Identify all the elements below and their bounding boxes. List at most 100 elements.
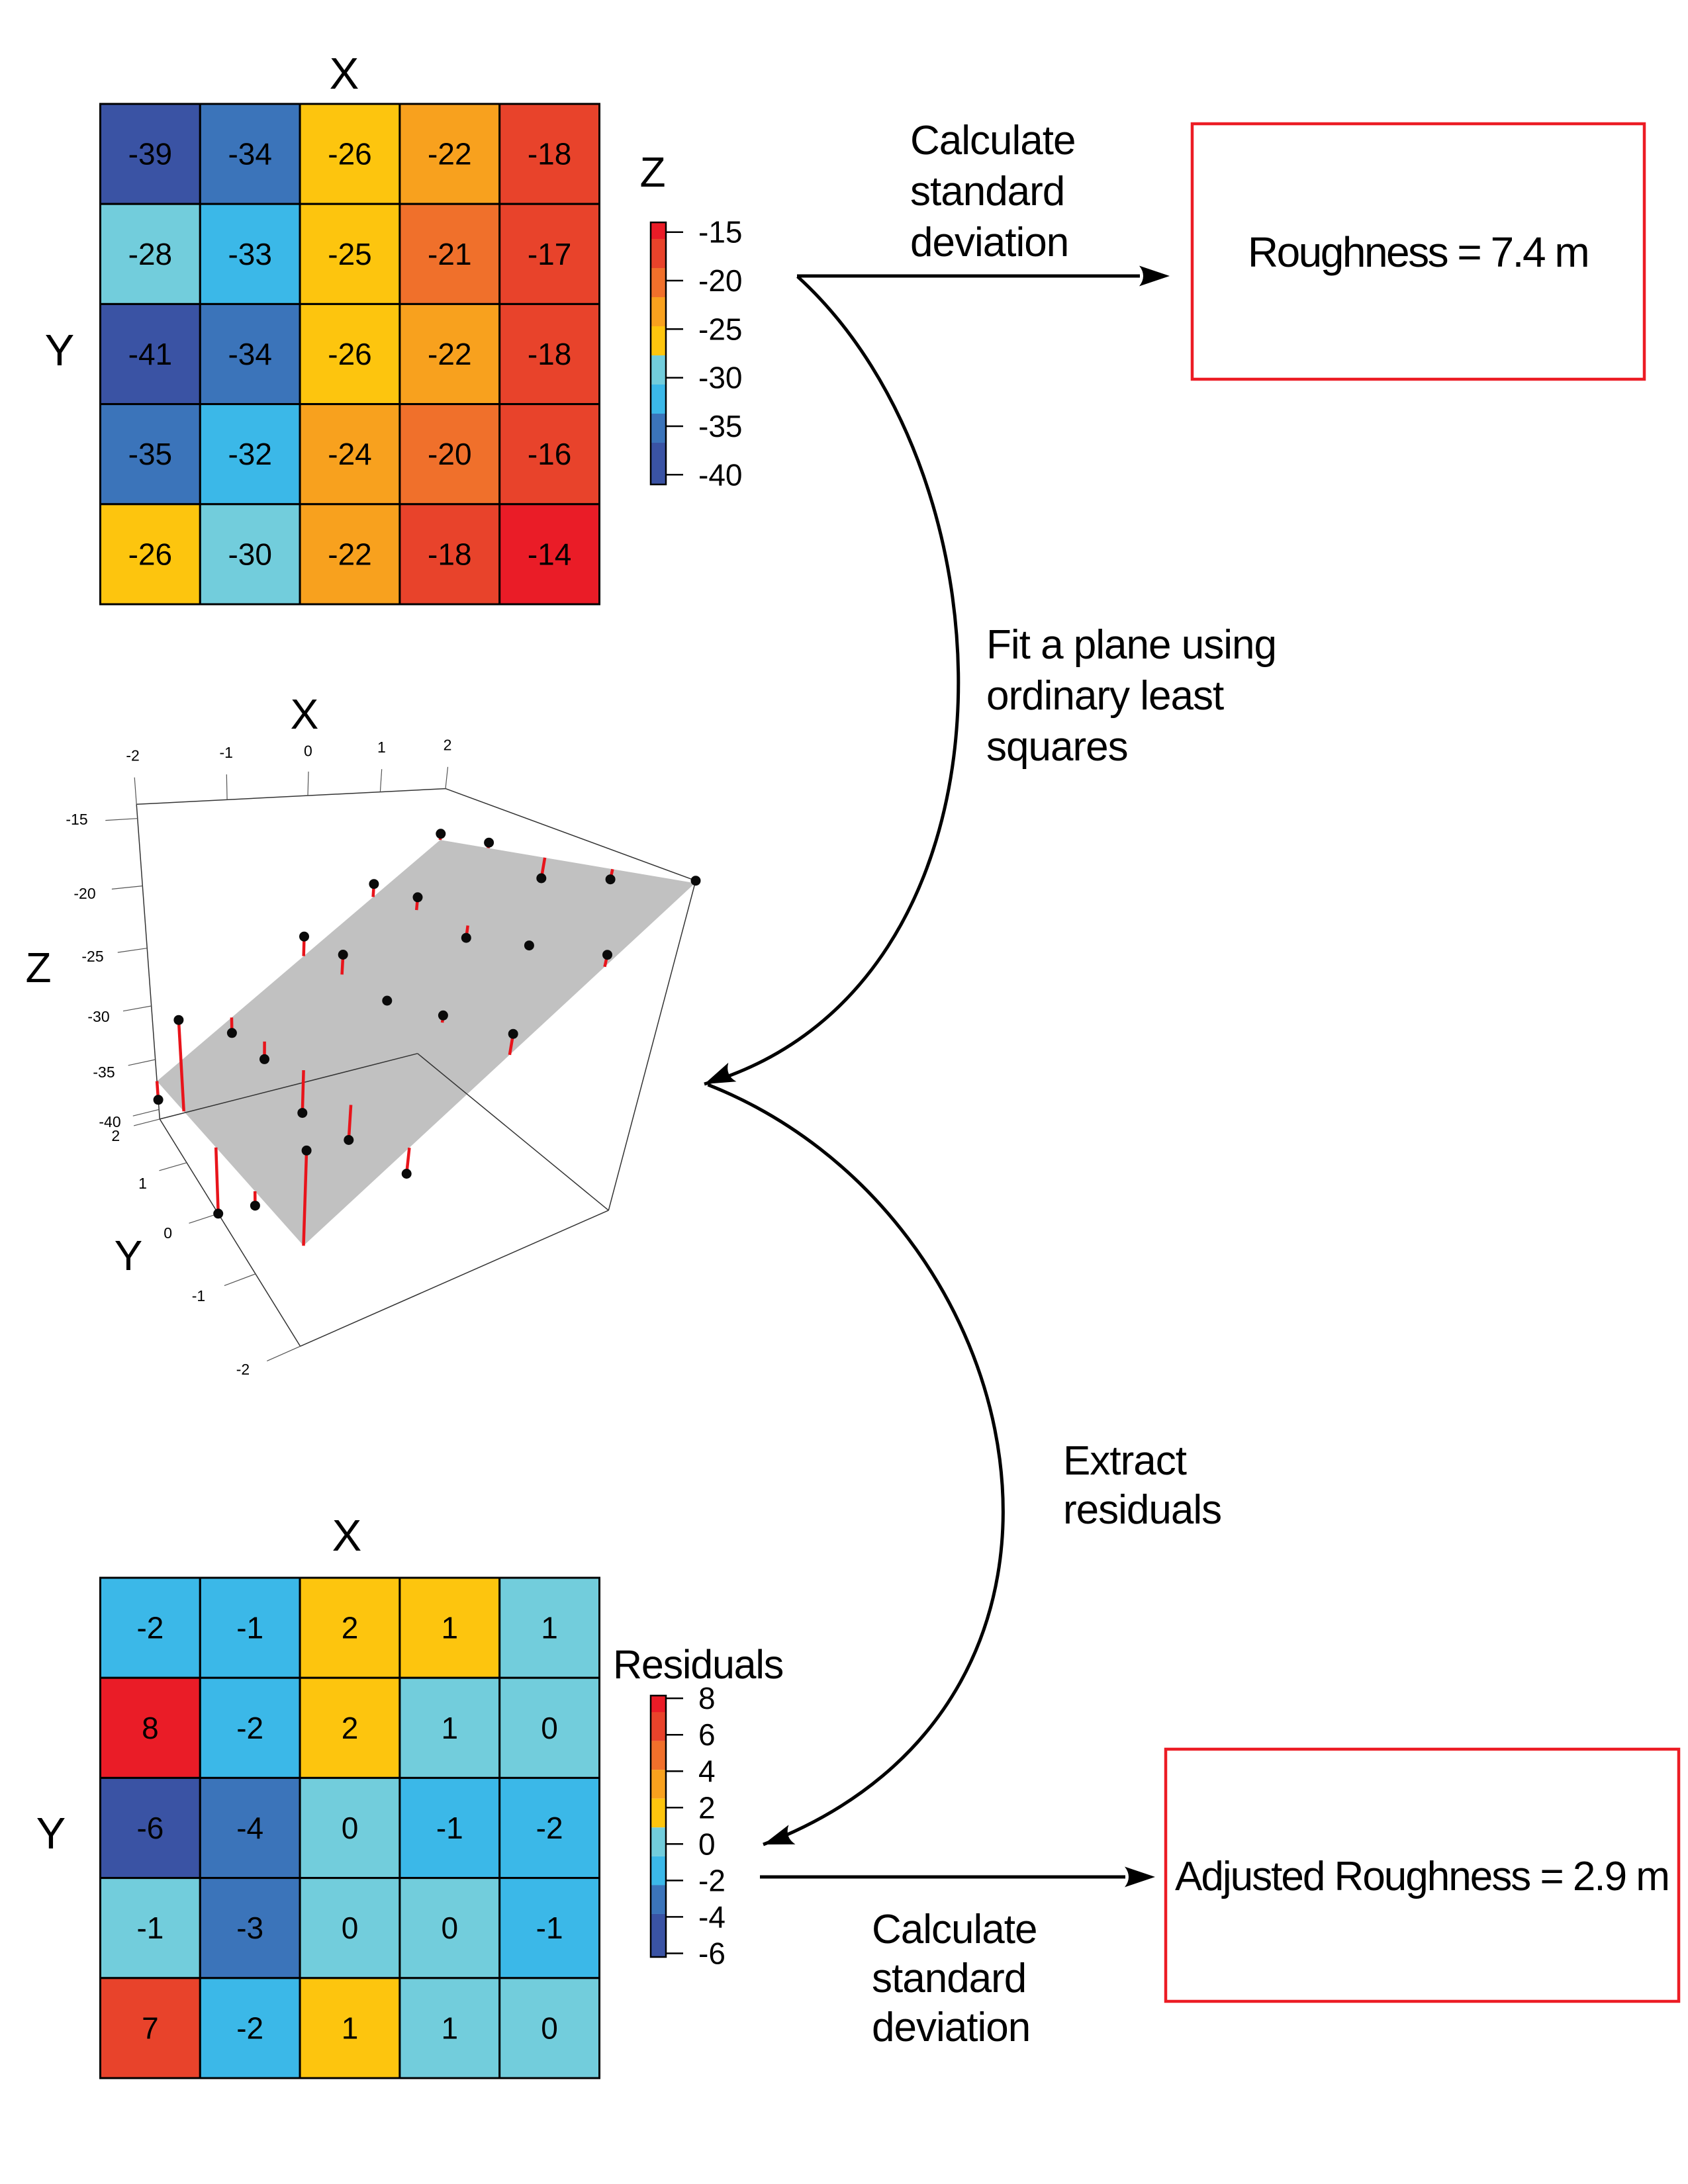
svg-text:-26: -26 (328, 137, 371, 171)
svg-text:-34: -34 (228, 137, 271, 171)
svg-text:-30: -30 (228, 537, 271, 571)
svg-text:-28: -28 (128, 237, 172, 271)
svg-text:-25: -25 (698, 312, 742, 346)
svg-text:-30: -30 (698, 361, 742, 395)
svg-text:2: 2 (444, 736, 452, 753)
svg-text:-1: -1 (136, 1911, 164, 1945)
svg-text:8: 8 (698, 1681, 716, 1715)
svg-text:0: 0 (698, 1827, 716, 1861)
svg-text:-35: -35 (698, 409, 742, 443)
svg-text:-2: -2 (698, 1863, 726, 1897)
svg-text:-2: -2 (236, 1361, 250, 1378)
svg-text:-18: -18 (428, 537, 471, 571)
svg-text:-20: -20 (428, 437, 471, 471)
svg-text:1: 1 (541, 1611, 558, 1645)
svg-text:Fit a plane using: Fit a plane using (986, 622, 1276, 668)
svg-text:Residuals: Residuals (613, 1642, 783, 1687)
svg-text:Y: Y (36, 1809, 66, 1858)
svg-text:Calculate: Calculate (872, 1907, 1037, 1952)
svg-text:0: 0 (304, 742, 312, 759)
svg-text:Extract: Extract (1063, 1438, 1187, 1484)
svg-text:6: 6 (698, 1717, 716, 1752)
svg-text:-33: -33 (228, 237, 271, 271)
svg-text:-30: -30 (87, 1008, 109, 1025)
svg-text:2: 2 (698, 1790, 716, 1825)
svg-text:-26: -26 (328, 337, 371, 371)
svg-text:Adjusted Roughness = 2.9 m: Adjusted Roughness = 2.9 m (1175, 1854, 1669, 1899)
svg-text:-2: -2 (126, 747, 139, 764)
svg-text:-22: -22 (428, 337, 471, 371)
svg-text:0: 0 (342, 1911, 359, 1945)
svg-text:-17: -17 (528, 237, 571, 271)
svg-text:-39: -39 (128, 137, 172, 171)
svg-text:standard: standard (910, 169, 1064, 214)
svg-text:ordinary least: ordinary least (986, 673, 1224, 719)
svg-text:Z: Z (25, 944, 51, 991)
svg-text:1: 1 (442, 2011, 459, 2045)
svg-text:-40: -40 (698, 457, 742, 492)
svg-text:-15: -15 (698, 215, 742, 250)
svg-text:-4: -4 (698, 1899, 726, 1934)
svg-text:1: 1 (138, 1175, 147, 1192)
svg-text:-2: -2 (536, 1811, 563, 1845)
svg-text:Z: Z (639, 148, 665, 196)
svg-text:-6: -6 (698, 1936, 726, 1971)
svg-text:Calculate: Calculate (910, 118, 1075, 163)
svg-text:-35: -35 (128, 437, 172, 471)
svg-text:deviation: deviation (872, 2005, 1030, 2050)
svg-text:-24: -24 (328, 437, 371, 471)
svg-text:Y: Y (45, 326, 75, 375)
svg-text:-26: -26 (128, 537, 172, 571)
svg-text:-3: -3 (236, 1911, 263, 1945)
svg-text:-25: -25 (81, 948, 103, 965)
svg-text:1: 1 (342, 2011, 359, 2045)
svg-text:standard: standard (872, 1956, 1026, 2001)
svg-text:-1: -1 (236, 1611, 263, 1645)
svg-text:X: X (330, 49, 359, 99)
svg-text:-18: -18 (528, 337, 571, 371)
svg-text:2: 2 (342, 1711, 359, 1745)
svg-text:0: 0 (442, 1911, 459, 1945)
svg-text:-34: -34 (228, 337, 271, 371)
svg-text:0: 0 (541, 1711, 558, 1745)
svg-text:-22: -22 (428, 137, 471, 171)
svg-text:0: 0 (164, 1224, 172, 1242)
svg-text:X: X (332, 1511, 362, 1561)
svg-text:2: 2 (342, 1611, 359, 1645)
svg-text:1: 1 (377, 739, 386, 756)
svg-text:-16: -16 (528, 437, 571, 471)
svg-text:-21: -21 (428, 237, 471, 271)
svg-text:8: 8 (142, 1711, 159, 1745)
svg-text:-25: -25 (328, 237, 371, 271)
svg-text:-35: -35 (93, 1064, 115, 1081)
svg-text:4: 4 (698, 1754, 716, 1788)
svg-text:-20: -20 (73, 885, 95, 902)
svg-text:1: 1 (442, 1611, 459, 1645)
svg-text:0: 0 (541, 2011, 558, 2045)
svg-text:-22: -22 (328, 537, 371, 571)
svg-text:7: 7 (142, 2011, 159, 2045)
svg-text:-1: -1 (219, 744, 232, 761)
svg-text:-2: -2 (236, 1711, 263, 1745)
svg-text:-20: -20 (698, 263, 742, 298)
svg-text:-2: -2 (136, 1611, 164, 1645)
svg-text:0: 0 (342, 1811, 359, 1845)
svg-text:-2: -2 (236, 2011, 263, 2045)
svg-text:deviation: deviation (910, 220, 1068, 265)
svg-text:-14: -14 (528, 537, 571, 571)
svg-text:-1: -1 (436, 1811, 463, 1845)
svg-text:-32: -32 (228, 437, 271, 471)
svg-text:X: X (291, 690, 319, 738)
svg-text:-4: -4 (236, 1811, 263, 1845)
svg-text:-18: -18 (528, 137, 571, 171)
svg-text:2: 2 (111, 1127, 120, 1144)
svg-text:-40: -40 (99, 1113, 120, 1130)
svg-text:squares: squares (986, 724, 1128, 770)
svg-text:Y: Y (115, 1232, 143, 1279)
svg-text:Roughness = 7.4 m: Roughness = 7.4 m (1248, 228, 1588, 276)
svg-text:residuals: residuals (1063, 1487, 1221, 1533)
svg-text:-1: -1 (192, 1287, 205, 1304)
svg-text:-15: -15 (66, 811, 87, 828)
svg-text:-6: -6 (136, 1811, 164, 1845)
svg-text:-1: -1 (536, 1911, 563, 1945)
